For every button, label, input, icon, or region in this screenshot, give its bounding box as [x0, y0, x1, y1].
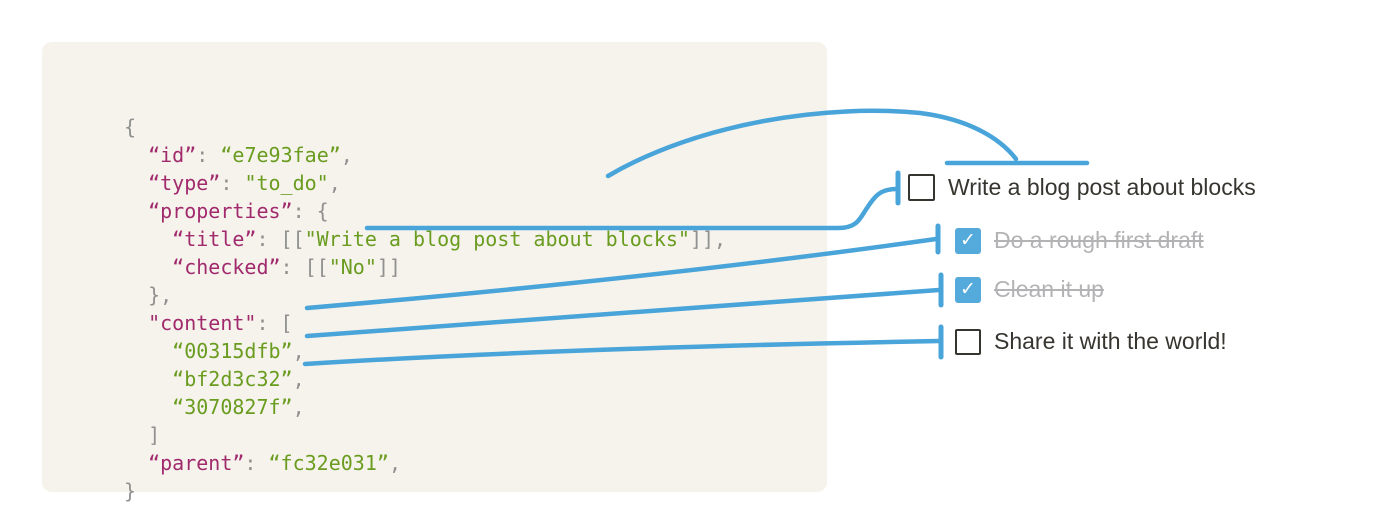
checkmark-icon: ✓: [960, 229, 976, 251]
todo-checkbox[interactable]: ✓: [908, 174, 935, 201]
todo-checkbox[interactable]: ✓: [955, 227, 981, 254]
todo-item-label: Clean it up: [994, 276, 1104, 302]
code-line: “properties”: {: [148, 199, 329, 223]
checkmark-icon: ✓: [960, 278, 976, 300]
code-line: ]: [124, 423, 161, 447]
todo-item: ✓ Share it with the world!: [955, 328, 1227, 355]
todo-item-label: Share it with the world!: [994, 328, 1227, 354]
json-code-panel: { “id”: “e7e93fae”, “type”: "to_do", “pr…: [42, 42, 827, 503]
code-line: “checked”: [["No"]]: [172, 255, 401, 279]
todo-item-label: Do a rough first draft: [994, 227, 1204, 253]
code-line: {: [124, 115, 137, 139]
todo-item: ✓ Clean it up: [955, 276, 1104, 303]
todo-item: ✓ Do a rough first draft: [955, 227, 1204, 254]
code-line: “id”: “e7e93fae”,: [148, 143, 353, 167]
code-line: }: [124, 479, 137, 503]
code-line: “title”: [["Write a blog post about bloc…: [172, 227, 727, 251]
code-line: “type”: "to_do",: [148, 171, 341, 195]
todo-checkbox[interactable]: ✓: [955, 328, 981, 355]
todo-item-label: Write a blog post about blocks: [948, 174, 1256, 200]
code-line: “parent”: “fc32e031”,: [148, 451, 401, 475]
code-line: “bf2d3c32”,: [172, 367, 305, 391]
json-code-block: { “id”: “e7e93fae”, “type”: "to_do", “pr…: [124, 113, 726, 505]
todo-item: ✓ Write a blog post about blocks: [908, 174, 1256, 201]
code-line: },: [124, 283, 173, 307]
code-line: “00315dfb”,: [172, 339, 305, 363]
code-line: "content": [: [148, 311, 293, 335]
todo-checkbox[interactable]: ✓: [955, 276, 981, 303]
code-line: “3070827f”,: [172, 395, 305, 419]
